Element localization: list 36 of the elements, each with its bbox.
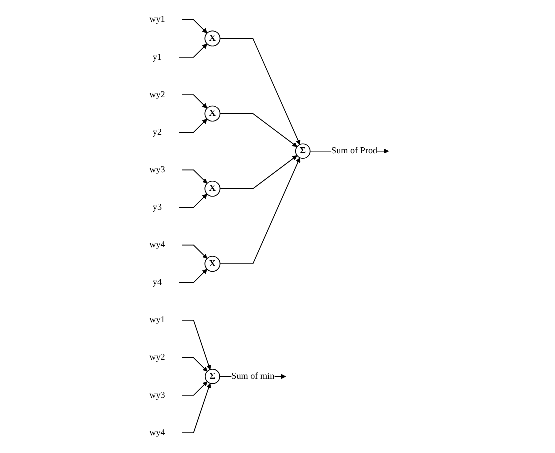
node-text: y2 [152,127,162,138]
node-circle: Σ [295,144,310,160]
node-text: wy1 [149,14,165,24]
edge-label: Sum of Prod [331,146,378,156]
arrow [182,382,208,396]
arrow [182,358,208,372]
node-text: y4 [152,278,162,288]
arrow [182,170,208,184]
arrow [220,158,300,264]
node-circle: X [204,180,220,197]
arrow [178,44,208,58]
node-text: wy3 [149,390,165,400]
node-text: y3 [152,202,162,212]
arrow [182,20,208,34]
node-text: wy4 [149,428,165,438]
node-text: wy3 [149,165,165,175]
arrow [182,320,211,370]
arrow [178,269,208,284]
node-circle: X [204,30,220,47]
arrow [220,156,298,190]
arrow [178,194,208,208]
node-text: wy4 [149,240,165,250]
arrow [182,94,208,109]
node-text: wy2 [149,90,165,100]
node-circle: X [204,256,220,272]
node-circle: Σ [204,369,220,384]
arrow [220,113,298,148]
arrow [220,38,300,145]
node-circle: X [204,106,220,122]
arrow [182,383,211,434]
edge-label: Sum of min [231,372,274,382]
node-text: wy2 [149,352,165,362]
node-text: wy1 [149,315,165,325]
arrow [182,244,208,259]
arrow [178,118,208,134]
node-text: y1 [152,52,162,62]
